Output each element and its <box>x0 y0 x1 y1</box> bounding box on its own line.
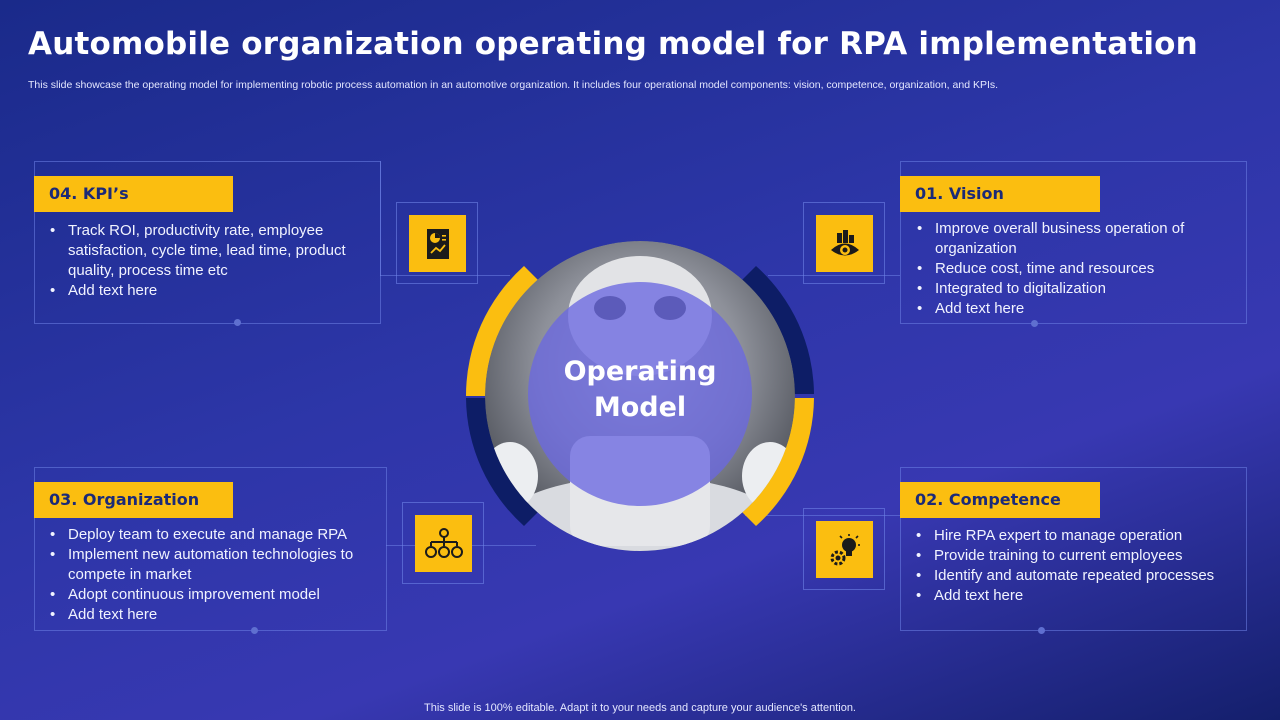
connector-line <box>768 275 900 276</box>
kpis-icon-box <box>396 202 478 284</box>
connector-line <box>380 275 510 276</box>
center-label-line1: Operating <box>563 356 717 387</box>
competence-dot <box>1038 627 1045 634</box>
list-item: Add text here <box>48 281 373 301</box>
org-chart-icon <box>424 527 463 558</box>
competence-list: Hire RPA expert to manage operation Prov… <box>914 526 1242 606</box>
kpis-heading: 04. KPI’s <box>34 176 233 212</box>
lightbulb-gear-icon <box>830 533 860 565</box>
list-item: Implement new automation technologies to… <box>48 545 380 585</box>
vision-panel <box>900 161 1247 324</box>
vision-list: Improve overall business operation of or… <box>915 219 1240 319</box>
vision-eye-icon <box>830 229 859 255</box>
organization-list: Deploy team to execute and manage RPA Im… <box>48 525 380 625</box>
vision-heading: 01. Vision <box>900 176 1100 212</box>
list-item: Deploy team to execute and manage RPA <box>48 525 380 545</box>
list-item: Hire RPA expert to manage operation <box>914 526 1242 546</box>
organization-dot <box>251 627 258 634</box>
competence-heading: 02. Competence <box>900 482 1100 518</box>
page-title: Automobile organization operating model … <box>28 26 1198 62</box>
organization-icon-box <box>402 502 484 584</box>
competence-panel <box>900 467 1247 631</box>
operating-model-label: Operating Model <box>527 354 753 426</box>
list-item: Reduce cost, time and resources <box>915 259 1240 279</box>
kpis-dot <box>234 319 241 326</box>
list-item: Add text here <box>914 586 1242 606</box>
list-item: Improve overall business operation of or… <box>915 219 1240 259</box>
list-item: Identify and automate repeated processes <box>914 566 1242 586</box>
list-item: Provide training to current employees <box>914 546 1242 566</box>
page-subtitle: This slide showcase the operating model … <box>28 79 999 91</box>
report-chart-icon <box>426 228 449 259</box>
list-item: Integrated to digitalization <box>915 279 1240 299</box>
operating-model-graphic <box>465 241 814 551</box>
list-item: Add text here <box>48 605 380 625</box>
organization-panel <box>34 467 387 631</box>
vision-icon-box <box>803 202 885 284</box>
footer-note: This slide is 100% editable. Adapt it to… <box>424 702 856 714</box>
list-item: Adopt continuous improvement model <box>48 585 380 605</box>
competence-icon-box <box>803 508 885 590</box>
kpis-list: Track ROI, productivity rate, employee s… <box>48 221 373 301</box>
connector-line <box>745 515 901 516</box>
organization-heading: 03. Organization <box>34 482 233 518</box>
vision-dot <box>1031 320 1038 327</box>
kpis-panel <box>34 161 381 324</box>
center-label-line2: Model <box>593 392 687 423</box>
list-item: Track ROI, productivity rate, employee s… <box>48 221 373 281</box>
list-item: Add text here <box>915 299 1240 319</box>
